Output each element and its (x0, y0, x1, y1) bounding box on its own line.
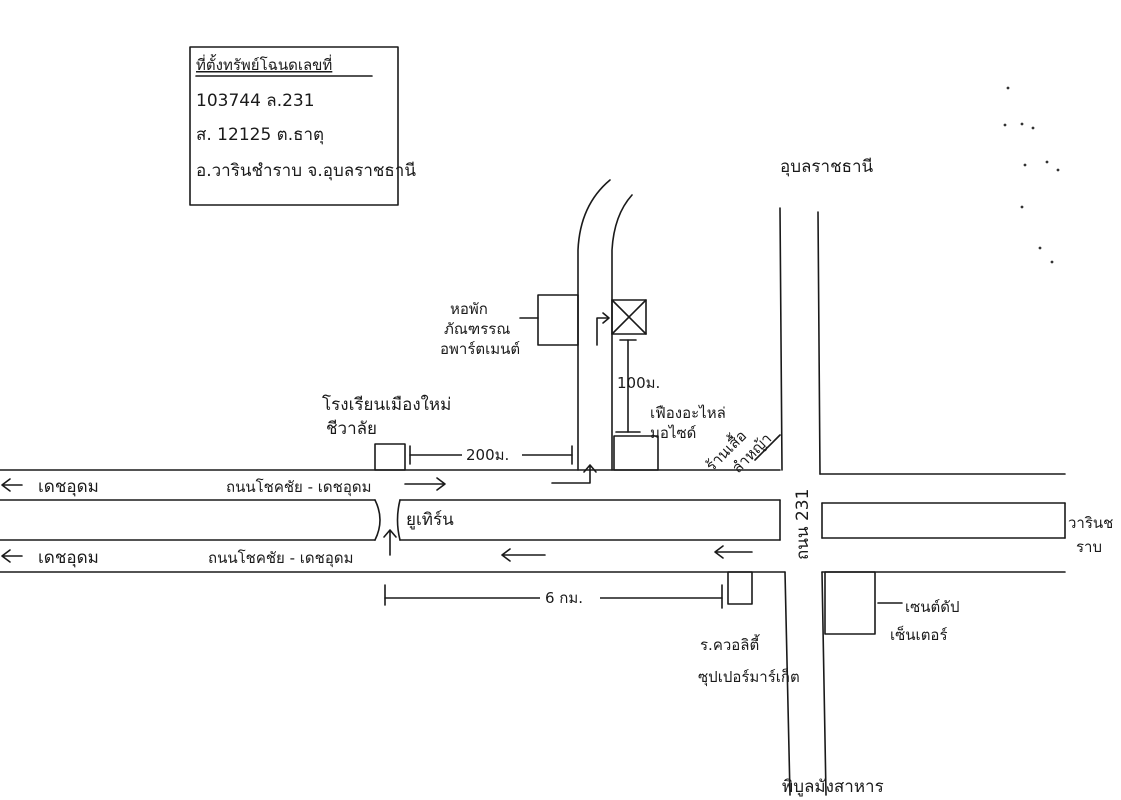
title-box-heading: ที่ตั้งทรัพย์โฉนดเลขที่ (196, 54, 332, 74)
median-west-end (374, 499, 381, 541)
speck-2 (1003, 123, 1007, 127)
school-landmark: โรงเรียนเมืองใหม่ ชีวาลัย (322, 394, 451, 471)
road231-north-west-edge (779, 207, 783, 471)
arrow-east-icon (404, 477, 446, 491)
road231-south-east-edge (821, 571, 827, 796)
arrow-left-bottom-icon (1, 549, 23, 563)
speck-7 (1056, 168, 1060, 172)
vertical-road-231: ถนน 231 (779, 207, 827, 796)
center-building (824, 571, 876, 635)
dorm-landmark: หอพัก ภัณฑรรณ อพาร์ตเมนต์ (440, 294, 579, 358)
speck-6 (1045, 160, 1049, 164)
dorm-label-3: อพาร์ตเมนต์ (440, 340, 520, 358)
arrow-turn-north-icon (551, 464, 597, 484)
motorcycle-label-2: มอไซด์ (650, 424, 696, 442)
road231-label: ถนน 231 (793, 489, 813, 560)
supermarket-building (727, 571, 753, 605)
deed-number: 103744 ล.231 (196, 91, 315, 111)
turn-arrow-icon (596, 317, 609, 346)
west-destination-top: เดชอุดม (38, 477, 99, 497)
east-destination-1: วารินช (1068, 514, 1113, 532)
dim-6km-bg (540, 587, 600, 607)
arrow-west-2-icon (714, 545, 753, 559)
uturn-label: ยูเทิร์น (406, 510, 454, 530)
motorcycle-shop-landmark: เฟืองอะไหล่ มอไซด์ (613, 404, 726, 471)
west-arrows (1, 478, 23, 563)
distance-100m: 100ม. (615, 339, 660, 433)
dim-100m-label: 100ม. (617, 374, 660, 392)
traffic-arrows (383, 464, 753, 562)
school-building (374, 443, 406, 471)
speck-1 (1006, 86, 1010, 90)
uturn-arrow-icon (383, 529, 397, 556)
dim-200m-bg (462, 444, 522, 464)
survey-number: ส. 12125 ต.ธาตุ (196, 125, 324, 145)
arrow-west-icon (501, 548, 546, 562)
speck-5 (1023, 163, 1027, 167)
dim-200m-label: 200ม. (466, 446, 509, 464)
main-road (0, 469, 786, 573)
motorcycle-label-1: เฟืองอะไหล่ (650, 404, 726, 422)
turn-arrow-head-icon (602, 312, 610, 324)
supermarket-label-2: ซุปเปอร์มาร์เก็ต (698, 667, 800, 687)
center-landmark: เซนต์ดัป เซ็นเตอร์ (824, 571, 960, 644)
side-road (577, 179, 633, 471)
arrow-left-top-icon (1, 478, 23, 492)
property-marker (596, 299, 647, 346)
center-label-1: เซนต์ดัป (905, 598, 960, 616)
dorm-label-2: ภัณฑรรณ (444, 320, 510, 338)
east-road (819, 473, 1066, 573)
main-road-label-top: ถนนโชคชัย - เดชอุดม (226, 478, 371, 497)
speck-4 (1031, 126, 1035, 130)
scan-specks (1003, 86, 1060, 264)
side-road-east-edge (611, 194, 633, 471)
speck-10 (1050, 260, 1054, 264)
title-box-frame (189, 46, 399, 206)
x-box-icon (611, 299, 647, 335)
clothing-shop-landmark: ร้านเสื้อ ลำหญ้า (701, 425, 781, 477)
center-label-2: เซ็นเตอร์ (890, 625, 948, 644)
x-box-diag-2 (611, 299, 647, 335)
median-east-end (396, 499, 401, 541)
east-destination-2: ราบ (1076, 538, 1102, 556)
south-destination: พิบูลมังสาหาร (782, 777, 884, 797)
supermarket-label-1: ร.ควอลิตี้ (700, 634, 760, 654)
speck-9 (1038, 246, 1042, 250)
clothing-leader (754, 434, 781, 461)
distance-6km: 6 กม. (384, 584, 723, 609)
west-destination-bottom: เดชอุดม (38, 548, 99, 568)
road231-north-east-edge (817, 211, 821, 475)
dorm-label-1: หอพัก (450, 300, 488, 318)
dim-6km-label: 6 กม. (545, 589, 583, 607)
main-road-label-bottom: ถนนโชคชัย - เดชอุดม (208, 549, 353, 568)
side-road-west-edge (577, 179, 611, 471)
north-destination: อุบลราชธานี (780, 157, 874, 177)
speck-3 (1020, 122, 1024, 126)
distance-200m: 200ม. (409, 444, 573, 465)
school-label-1: โรงเรียนเมืองใหม่ (322, 394, 451, 415)
school-label-2: ชีวาลัย (326, 419, 377, 439)
title-box: ที่ตั้งทรัพย์โฉนดเลขที่ 103744 ล.231 ส. … (189, 46, 416, 206)
speck-8 (1020, 205, 1024, 209)
district-province: อ.วารินชำราบ จ.อุบลราชธานี (196, 161, 416, 181)
road231-south-west-edge (784, 571, 791, 796)
motorcycle-shop-building (613, 435, 659, 471)
supermarket-landmark: ร.ควอลิตี้ ซุปเปอร์มาร์เก็ต (698, 571, 800, 687)
dorm-building (537, 294, 579, 346)
